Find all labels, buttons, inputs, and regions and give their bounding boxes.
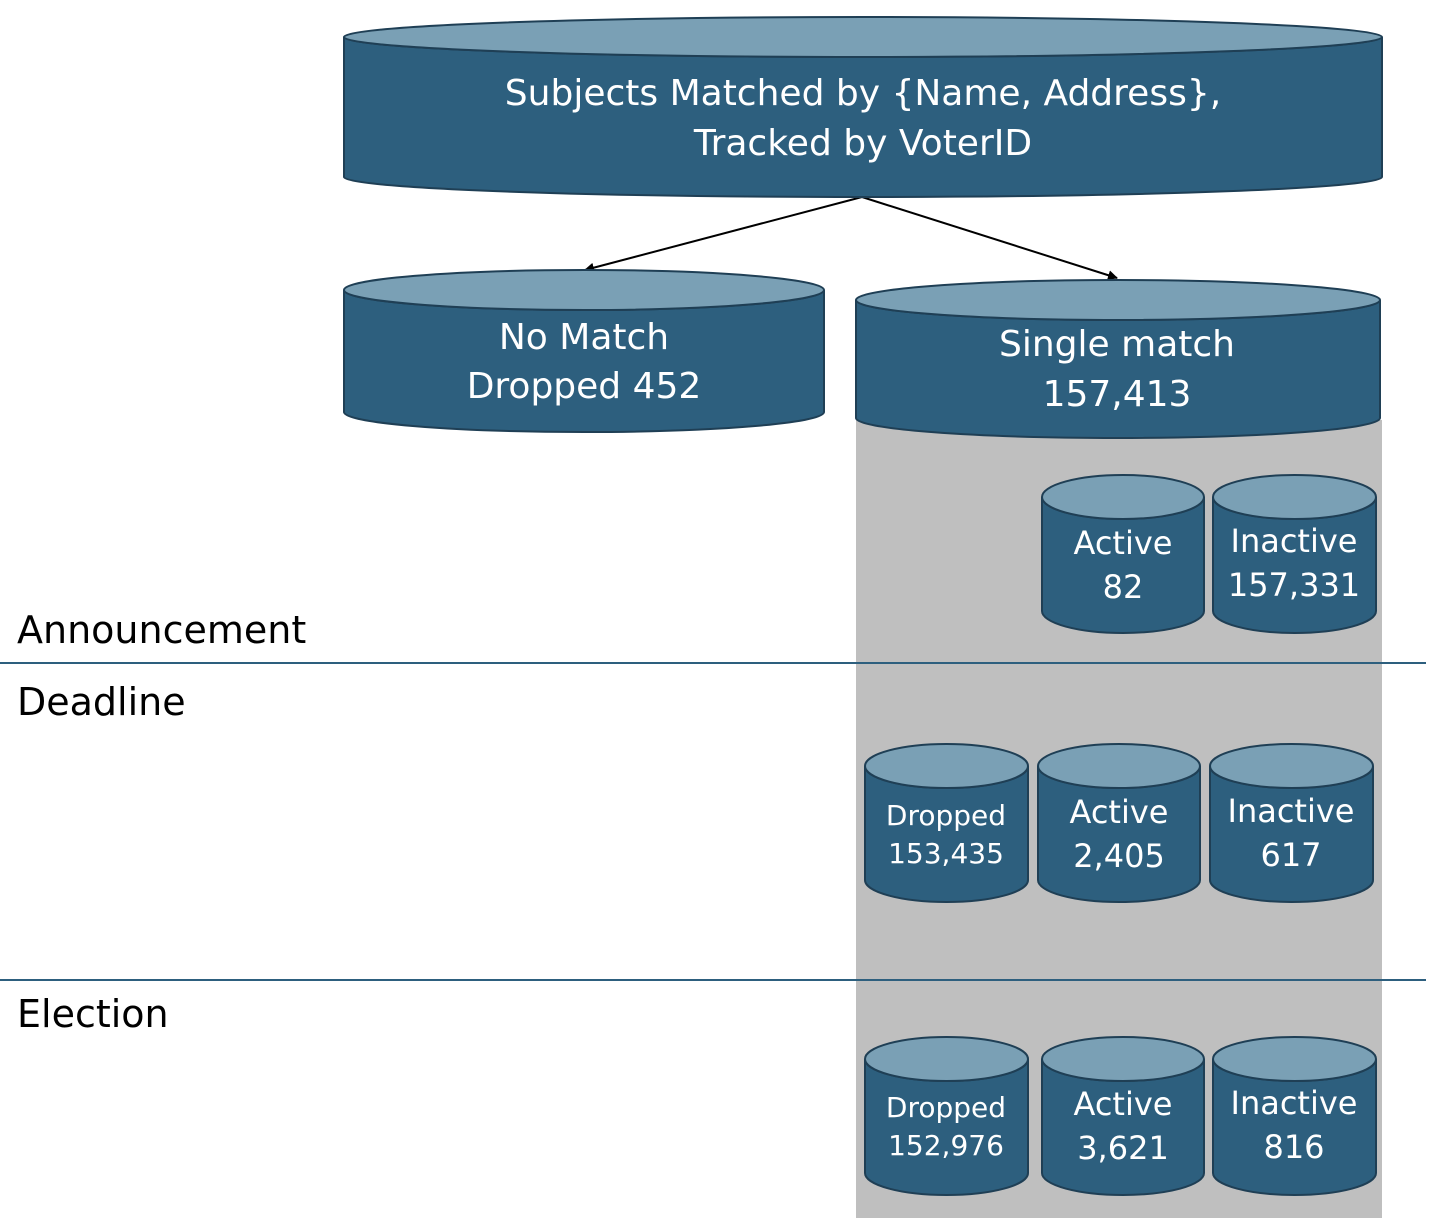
no-match-line1: No Match xyxy=(499,317,669,358)
election-dropped-label: Dropped xyxy=(886,1091,1006,1124)
single-match-line1: Single match xyxy=(999,324,1235,365)
cylinder-top xyxy=(1037,743,1201,789)
deadline-inactive-value: 617 xyxy=(1260,836,1321,874)
deadline-inactive-label: Inactive xyxy=(1228,792,1355,830)
cylinder-top xyxy=(1209,743,1374,789)
deadline-active-value: 2,405 xyxy=(1073,837,1165,875)
deadline-active-label: Active xyxy=(1070,793,1169,831)
cylinder-body xyxy=(343,289,825,433)
election-dropped-cylinder: Dropped 152,976 xyxy=(864,1036,1029,1196)
single-match-cylinder: Single match 157,413 xyxy=(855,279,1381,439)
announcement-inactive-label: Inactive xyxy=(1231,522,1358,560)
cylinder-body xyxy=(343,36,1383,198)
announcement-inactive-cylinder: Inactive 157,331 xyxy=(1212,474,1377,634)
no-match-cylinder: No Match Dropped 452 xyxy=(343,269,825,433)
root-line2: Tracked by VoterID xyxy=(693,123,1032,164)
deadline-dropped-cylinder: Dropped 153,435 xyxy=(864,743,1029,903)
deadline-active-cylinder: Active 2,405 xyxy=(1037,743,1201,903)
cylinder-top xyxy=(1212,1036,1377,1082)
arrow-to-no-match xyxy=(584,196,863,273)
no-match-line2: Dropped 452 xyxy=(467,366,702,407)
announcement-active-value: 82 xyxy=(1103,568,1144,606)
announcement-active-label: Active xyxy=(1074,524,1173,562)
single-match-line2: 157,413 xyxy=(1043,374,1192,415)
deadline-dropped-value: 153,435 xyxy=(888,837,1004,870)
election-inactive-cylinder: Inactive 816 xyxy=(1212,1036,1377,1196)
election-inactive-value: 816 xyxy=(1263,1128,1324,1166)
phase-label-announcement: Announcement xyxy=(17,608,307,652)
election-active-value: 3,621 xyxy=(1077,1129,1169,1167)
cylinder-top xyxy=(1212,474,1377,520)
deadline-inactive-cylinder: Inactive 617 xyxy=(1209,743,1374,903)
election-inactive-label: Inactive xyxy=(1231,1084,1358,1122)
phase-label-election: Election xyxy=(17,992,169,1036)
election-active-cylinder: Active 3,621 xyxy=(1041,1036,1205,1196)
cylinder-top xyxy=(864,743,1029,789)
cylinder-top xyxy=(855,279,1381,321)
arrow-to-single-match xyxy=(861,196,1118,281)
cylinder-top xyxy=(1041,1036,1205,1082)
phase-label-deadline: Deadline xyxy=(17,680,186,724)
cylinder-top xyxy=(864,1036,1029,1082)
root-cylinder: Subjects Matched by {Name, Address}, Tra… xyxy=(343,16,1383,198)
election-dropped-value: 152,976 xyxy=(888,1129,1004,1162)
cylinder-top xyxy=(343,16,1383,58)
election-active-label: Active xyxy=(1074,1085,1173,1123)
announcement-inactive-value: 157,331 xyxy=(1228,566,1360,604)
deadline-dropped-label: Dropped xyxy=(886,799,1006,832)
root-line1: Subjects Matched by {Name, Address}, xyxy=(505,73,1221,114)
cylinder-top xyxy=(343,269,825,311)
cylinder-top xyxy=(1041,474,1205,520)
announcement-active-cylinder: Active 82 xyxy=(1041,474,1205,634)
